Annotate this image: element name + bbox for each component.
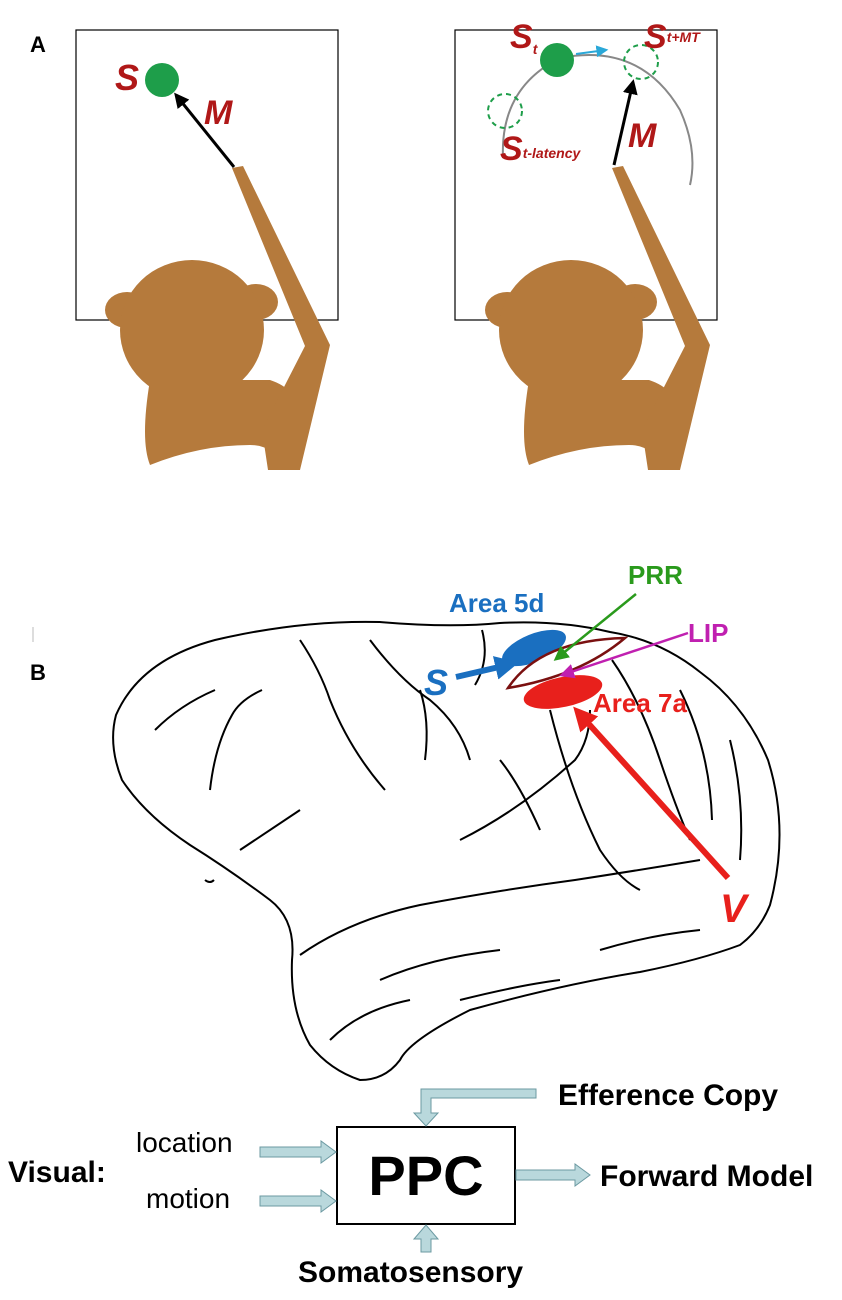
target-motion-arrow (575, 45, 609, 58)
somatosensory-label: Somatosensory (298, 1256, 523, 1289)
label-s-t-main: S (510, 18, 533, 56)
label-s-latency-sub: t-latency (523, 145, 582, 161)
label-s-t-sub: t (533, 41, 539, 57)
flow-arrows (259, 1088, 591, 1253)
left-monkey-silhouette (105, 166, 330, 470)
target-trajectory-arc (501, 54, 694, 186)
visual-group-label: Visual: (8, 1156, 106, 1189)
location-label: location (136, 1127, 233, 1158)
label-s-t-mt-sub: t+MT (667, 29, 702, 45)
right-motor-label: M (628, 117, 657, 155)
ppc-box (336, 1126, 516, 1225)
target-current-dot (540, 43, 574, 77)
location-arrow (259, 1140, 337, 1164)
panel-a-left-scene: S M (75, 29, 339, 470)
lip-pointer-arrow (559, 631, 689, 679)
somatic-input-label: S (424, 662, 448, 703)
efference-arrow (412, 1088, 537, 1127)
panel-a-label: A (30, 32, 46, 57)
efference-copy-label: Efference Copy (558, 1079, 778, 1112)
left-motor-label: M (204, 94, 233, 132)
right-monkey-silhouette (485, 166, 710, 470)
label-s-t: St (510, 18, 539, 57)
somatosensory-arrow (412, 1224, 440, 1253)
lip-prr-sulcus-region (505, 636, 629, 690)
left-target-label: S (115, 57, 139, 98)
lip-label: LIP (688, 618, 728, 648)
left-reach-arrow (174, 92, 236, 168)
target-past-position (487, 93, 523, 129)
area-7a-region (523, 675, 603, 709)
area-5d-label: Area 5d (449, 588, 544, 618)
somatic-input-arrow (455, 656, 520, 680)
left-target-dot (145, 63, 179, 97)
visual-input-label: V (720, 887, 750, 931)
motion-arrow (259, 1189, 337, 1213)
visual-input-arrow (573, 706, 731, 881)
area-7a-label: Area 7a (593, 688, 687, 718)
brain-outline (112, 620, 781, 1081)
label-s-latency: St-latency (500, 130, 581, 168)
ppc-label: PPC (368, 1144, 483, 1207)
output-arrow (515, 1163, 591, 1187)
right-reach-arrow (612, 79, 638, 166)
prr-pointer-arrow (553, 593, 637, 661)
label-s-t-mt-main: S (644, 18, 667, 56)
motion-label: motion (146, 1183, 230, 1214)
forward-model-label: Forward Model (600, 1160, 813, 1193)
panel-b-label: B (30, 660, 46, 685)
prr-label: PRR (628, 560, 683, 590)
target-future-position (623, 44, 659, 80)
panel-a-right-scene: St St+MT St-latency M (454, 18, 718, 470)
label-s-t-mt: St+MT (644, 18, 701, 56)
label-s-latency-main: S (500, 130, 523, 168)
